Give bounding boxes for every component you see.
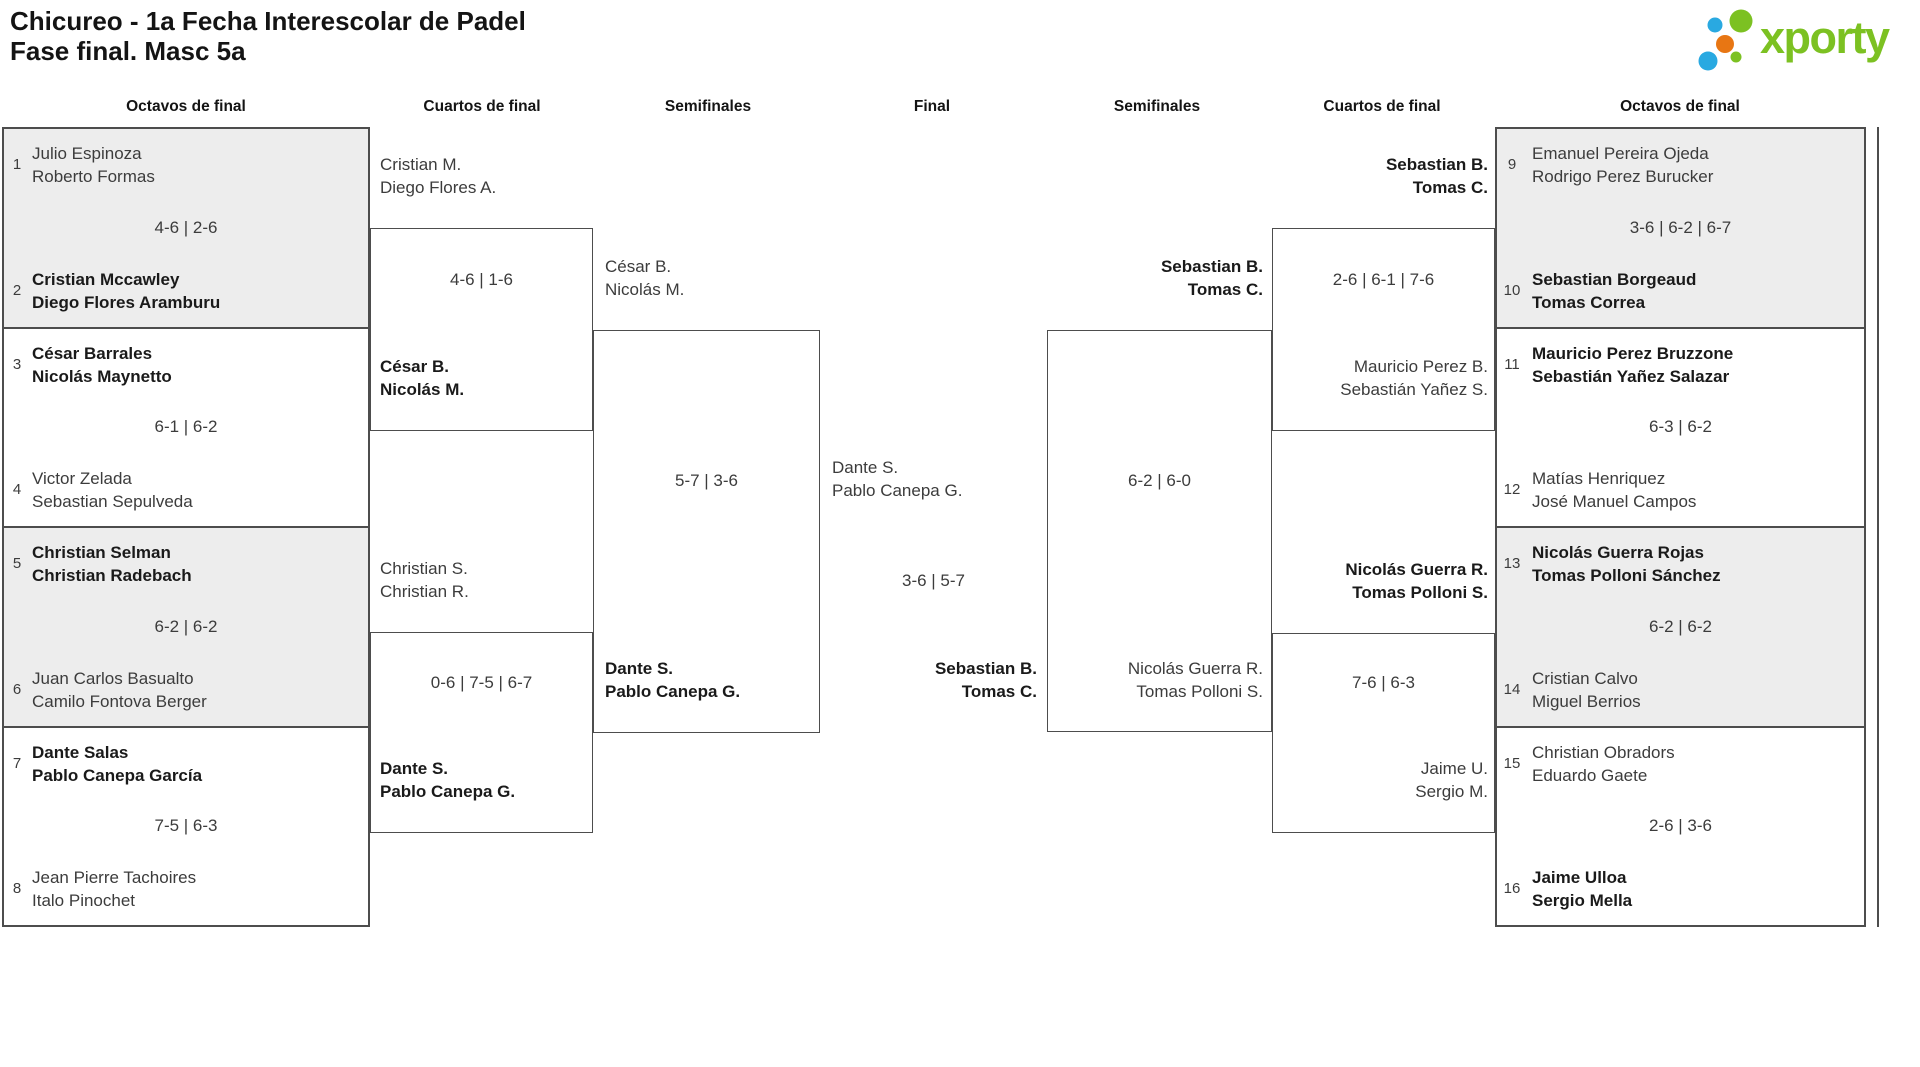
team-jaime-sergio: Jaime U. Sergio M. — [1415, 759, 1488, 801]
final-score: 3-6 | 5-7 — [901, 571, 965, 590]
r16-right-match-1[interactable]: 9 Emanuel Pereira Ojeda Rodrigo Perez Bu… — [1497, 129, 1864, 327]
team-sebastian-tomas: Sebastian B. Tomas C. — [1385, 155, 1488, 197]
r16-left-match-4[interactable]: 7 Dante Salas Pablo Canepa García 7-5 | … — [4, 725, 368, 926]
match-score: 3-6 | 6-2 | 6-7 — [1629, 217, 1732, 237]
seed-10: 10 — [1503, 281, 1521, 299]
r16-right-match-3[interactable]: 13 Nicolás Guerra Rojas Tomas Polloni Sá… — [1497, 526, 1864, 726]
r16-left-match-3[interactable]: 5 Christian Selman Christian Radebach 6-… — [4, 526, 368, 726]
team-salas-canepa: Dante Salas Pablo Canepa García — [32, 742, 203, 785]
r16-right-match-4[interactable]: 15 Christian Obradors Eduardo Gaete 2-6 … — [1497, 725, 1864, 926]
team-guerra-polloni: Nicolás Guerra R. Tomas Polloni S. — [1345, 560, 1488, 602]
team-christian-christian: Christian S. Christian R. — [380, 559, 469, 601]
round-header-semis-right: Semifinales — [1113, 98, 1201, 115]
team-cristian-diego: Cristian M. Diego Flores A. — [380, 155, 497, 197]
r16-left-match-2[interactable]: 3 César Barrales Nicolás Maynetto 6-1 | … — [4, 326, 368, 527]
team-dante-pablo: Dante S. Pablo Canepa G. — [832, 458, 963, 500]
match-score: 2-6 | 3-6 — [1648, 816, 1712, 836]
round-header-cuartos-right: Cuartos de final — [1323, 98, 1441, 115]
team-dante-pablo: Dante S. Pablo Canepa G. — [380, 759, 516, 801]
team-basualto-fontova: Juan Carlos Basualto Camilo Fontova Berg… — [32, 668, 207, 711]
seed-9: 9 — [1507, 156, 1517, 173]
match-box[interactable] — [370, 632, 593, 833]
seed-12: 12 — [1503, 481, 1521, 498]
round-header-cuartos-left: Cuartos de final — [423, 98, 541, 115]
match-score: 0-6 | 7-5 | 6-7 — [430, 673, 533, 692]
team-mauricio-sebastian: Mauricio Perez B. Sebastián Yañez S. — [1340, 357, 1488, 399]
team-obradors-gaete: Christian Obradors Eduardo Gaete — [1532, 742, 1675, 785]
team-guerra-polloni: Nicolás Guerra Rojas Tomas Polloni Sánch… — [1532, 543, 1721, 585]
seed-1: 1 — [12, 156, 22, 173]
match-score: 6-2 | 6-2 — [1648, 616, 1712, 636]
seed-13: 13 — [1503, 555, 1521, 572]
match-score: 7-5 | 6-3 — [154, 816, 218, 836]
match-box[interactable] — [1047, 330, 1272, 732]
match-score: 6-1 | 6-2 — [154, 417, 218, 437]
match-score: 6-2 | 6-2 — [154, 616, 218, 636]
r16-left-group: 1 Julio Espinoza Roberto Formas 4-6 | 2-… — [2, 127, 370, 927]
r16-right-group: 9 Emanuel Pereira Ojeda Rodrigo Perez Bu… — [1495, 127, 1866, 927]
team-calvo-berrios: Cristian Calvo Miguel Berrios — [1532, 668, 1641, 711]
match-score: 7-6 | 6-3 — [1351, 673, 1415, 692]
seed-2: 2 — [12, 281, 22, 299]
team-dante-pablo: Dante S. Pablo Canepa G. — [605, 659, 741, 701]
seed-16: 16 — [1503, 880, 1521, 897]
team-borgeaud-correa: Sebastian Borgeaud Tomas Correa — [1532, 269, 1697, 312]
seed-8: 8 — [12, 880, 22, 897]
seed-7: 7 — [12, 754, 22, 772]
seed-4: 4 — [12, 481, 22, 498]
xporty-wordmark: xporty — [1760, 12, 1890, 63]
r16-right-match-2[interactable]: 11 Mauricio Perez Bruzzone Sebastián Yañ… — [1497, 326, 1864, 527]
xporty-dots-icon — [1698, 9, 1753, 71]
team-julio-roberto: Julio Espinoza Roberto Formas — [32, 144, 155, 186]
team-barrales-maynetto: César Barrales Nicolás Maynetto — [32, 343, 172, 386]
team-cesar-nicolas: César B. Nicolás M. — [380, 357, 465, 399]
team-guerra-polloni: Nicolás Guerra R. Tomas Polloni S. — [1127, 659, 1263, 701]
match-score: 5-7 | 3-6 — [674, 471, 738, 490]
seed-6: 6 — [12, 680, 22, 698]
team-tachoires-pinochet: Jean Pierre Tachoires Italo Pinochet — [32, 868, 197, 910]
round-header-final: Final — [913, 98, 951, 115]
match-score: 2-6 | 6-1 | 7-6 — [1332, 270, 1435, 289]
match-score: 4-6 | 2-6 — [154, 217, 218, 237]
round-header-semis-left: Semifinales — [664, 98, 752, 115]
team-zelada-sepulveda: Victor Zelada Sebastian Sepulveda — [32, 469, 193, 511]
match-score: 6-2 | 6-0 — [1127, 471, 1191, 490]
team-sebastian-tomas: Sebastian B. Tomas C. — [1160, 257, 1263, 299]
match-score: 4-6 | 1-6 — [449, 270, 513, 289]
team-selman-radebach: Christian Selman Christian Radebach — [32, 543, 192, 585]
round-header-octavos-left: Octavos de final — [126, 98, 246, 115]
page-title: Chicureo - 1a Fecha Interescolar de Pade… — [10, 6, 526, 66]
team-mccawley-flores: Cristian Mccawley Diego Flores Aramburu — [32, 269, 221, 312]
seed-15: 15 — [1503, 754, 1521, 772]
seed-14: 14 — [1503, 680, 1521, 698]
team-cesar-nicolas: César B. Nicolás M. — [605, 257, 685, 299]
bracket-outer-edge-line — [1877, 127, 1879, 927]
team-pereira-perez: Emanuel Pereira Ojeda Rodrigo Perez Buru… — [1532, 144, 1714, 186]
match-box[interactable] — [1272, 228, 1495, 431]
team-sebastian-tomas: Sebastian B. Tomas C. — [934, 659, 1037, 701]
seed-5: 5 — [12, 555, 22, 572]
seed-3: 3 — [12, 355, 22, 373]
xporty-logo[interactable]: xporty — [1686, 4, 1890, 72]
event-title: Chicureo - 1a Fecha Interescolar de Pade… — [10, 6, 526, 36]
phase-subtitle: Fase final. Masc 5a — [10, 36, 246, 66]
team-ulloa-mella: Jaime Ulloa Sergio Mella — [1532, 868, 1633, 910]
match-box[interactable] — [1272, 633, 1495, 833]
round-header-octavos-right: Octavos de final — [1620, 98, 1740, 115]
team-henriquez-campos: Matías Henriquez José Manuel Campos — [1532, 469, 1697, 511]
match-box[interactable] — [593, 330, 820, 733]
match-box[interactable] — [370, 228, 593, 431]
r16-left-match-1[interactable]: 1 Julio Espinoza Roberto Formas 4-6 | 2-… — [4, 129, 368, 327]
seed-11: 11 — [1504, 355, 1520, 373]
match-score: 6-3 | 6-2 — [1648, 417, 1712, 437]
team-perez-yanez: Mauricio Perez Bruzzone Sebastián Yañez … — [1532, 343, 1734, 386]
